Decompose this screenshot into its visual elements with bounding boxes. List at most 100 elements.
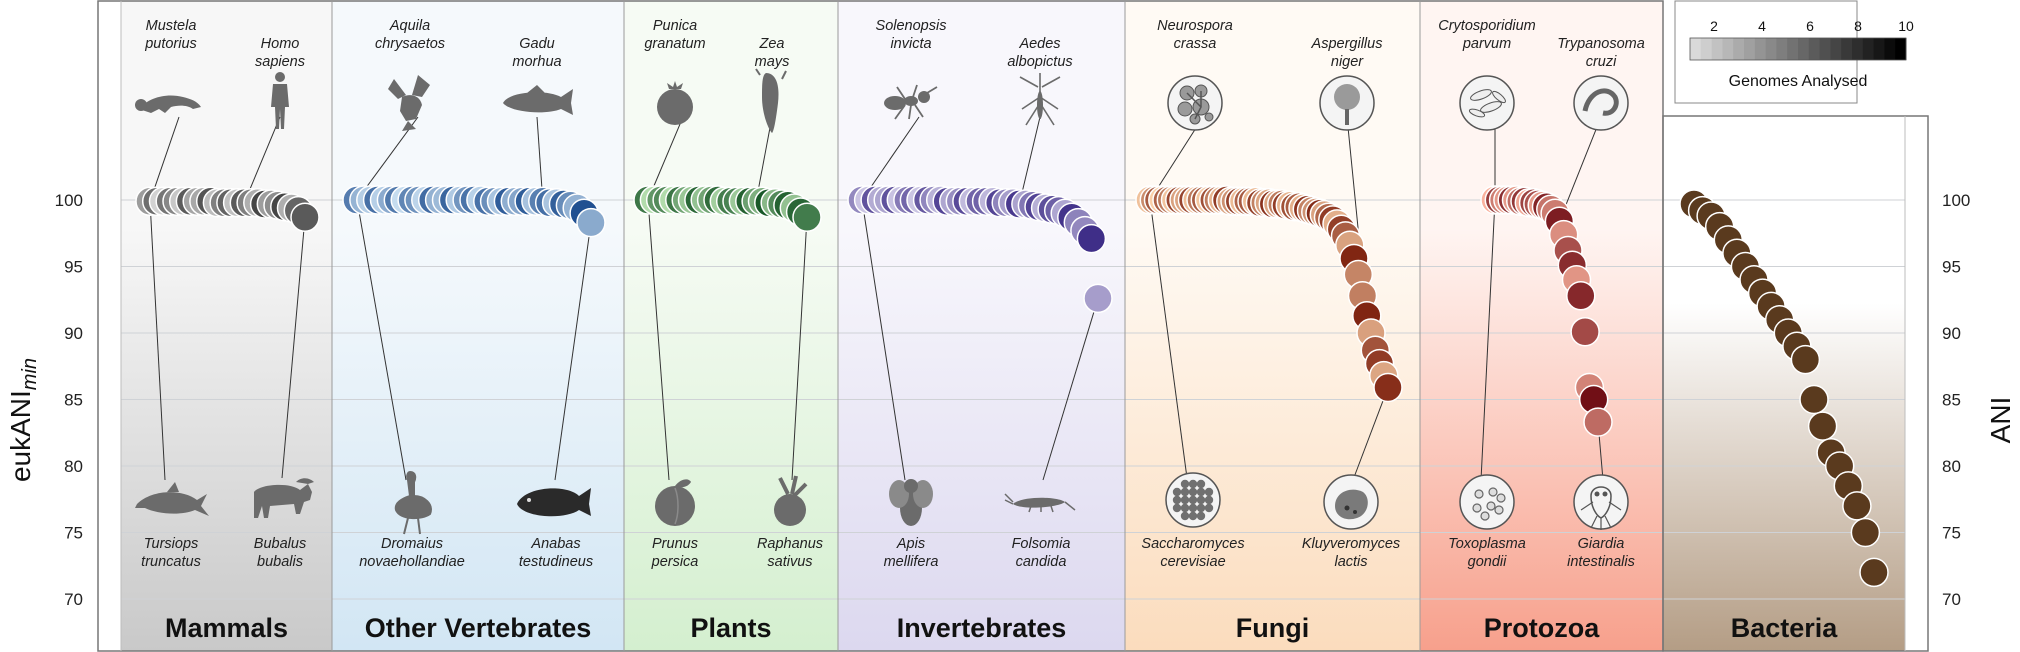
legend-swatch — [1722, 38, 1734, 60]
legend-title: Genomes Analysed — [1729, 73, 1868, 90]
legend-tick-label: 8 — [1854, 18, 1862, 34]
leader-line — [647, 199, 670, 481]
leader-line — [281, 217, 306, 479]
group-label-invertebrates: Invertebrates — [897, 613, 1067, 643]
leader-line — [791, 217, 808, 481]
right-tick-label: 95 — [1942, 258, 1961, 277]
legend-swatch — [1765, 38, 1777, 60]
corn-icon — [755, 68, 787, 133]
legend-tick-label: 6 — [1806, 18, 1814, 34]
cryptosporidium-icon — [1459, 75, 1515, 131]
toxoplasma-icon — [1459, 474, 1515, 530]
legend-swatch — [1873, 38, 1885, 60]
axes — [97, 0, 1929, 652]
left-tick-label: 85 — [64, 391, 83, 410]
giardia-icon — [1573, 474, 1629, 530]
emu-icon — [394, 470, 432, 535]
leader-line — [1352, 387, 1389, 481]
chart-text: 707580859095100707580859095100eukANIminA… — [5, 18, 2016, 643]
peach-icon — [655, 479, 695, 526]
legend-swatch — [1862, 38, 1875, 60]
panel-invertebrates — [838, 1, 1125, 651]
legend-swatch — [1700, 38, 1713, 60]
data-point — [1799, 384, 1829, 415]
legend-tick-label: 4 — [1758, 18, 1766, 34]
legend-swatch — [1787, 38, 1799, 60]
data-point — [1083, 283, 1113, 314]
legend-swatch — [1733, 38, 1745, 60]
right-tick-label: 90 — [1942, 324, 1961, 343]
legend-swatch — [1830, 38, 1842, 60]
right-tick-label: 100 — [1942, 191, 1970, 210]
leader-line — [356, 199, 407, 481]
data-point — [1850, 517, 1881, 548]
legend-swatch — [1895, 38, 1907, 60]
legend-swatch — [1841, 38, 1853, 60]
ant-icon — [884, 84, 938, 120]
left-tick-label: 80 — [64, 457, 83, 476]
group-label-protozoa: Protozoa — [1484, 613, 1600, 643]
legend-swatch — [1819, 38, 1831, 60]
leader-line — [554, 222, 592, 481]
y-axis-label-left: eukANImin — [5, 358, 41, 482]
legend-tick-label: 2 — [1710, 18, 1718, 34]
left-tick-label: 90 — [64, 324, 83, 343]
legend-tick-label: 10 — [1898, 18, 1914, 34]
kluyveromyces-icon — [1323, 474, 1379, 530]
climbing-perch-icon — [517, 488, 591, 517]
right-tick-label: 75 — [1942, 524, 1961, 543]
eagle-icon — [388, 75, 430, 131]
cod-icon — [503, 85, 573, 115]
dolphin-icon — [135, 482, 209, 516]
leader-line — [861, 199, 906, 481]
group-label-mammals: Mammals — [165, 613, 288, 643]
data-point — [1790, 344, 1821, 375]
data-point — [1842, 491, 1872, 521]
legend-swatch — [1776, 38, 1788, 60]
pomegranate-icon — [657, 81, 693, 125]
group-label-plants: Plants — [690, 613, 771, 643]
data-point — [1583, 407, 1613, 437]
data-point — [1859, 557, 1889, 588]
legend-bar-outline — [1689, 37, 1907, 61]
right-tick-label: 80 — [1942, 457, 1961, 476]
left-tick-label: 70 — [64, 590, 83, 609]
legend-swatch — [1798, 38, 1810, 60]
group-label-fungi: Fungi — [1236, 613, 1309, 643]
yeast-icon — [1165, 472, 1221, 528]
left-tick-label: 95 — [64, 258, 83, 277]
legend-swatch — [1690, 38, 1702, 60]
right-tick-label: 85 — [1942, 391, 1961, 410]
leader-line — [1480, 199, 1496, 481]
y-axis-label-main: eukANI — [5, 390, 36, 482]
left-tick-label: 75 — [64, 524, 83, 543]
buffalo-icon — [254, 478, 314, 518]
legend-swatch — [1754, 38, 1767, 60]
species-icons — [135, 68, 1629, 535]
data-point — [576, 207, 606, 238]
leader-line — [1018, 116, 1041, 205]
data-point — [290, 202, 320, 233]
bacteria-frame — [1662, 115, 1929, 652]
radish-icon — [774, 475, 808, 526]
